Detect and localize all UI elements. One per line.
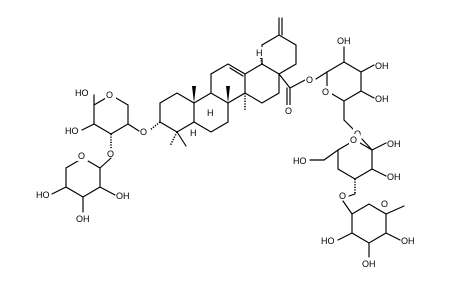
hydroxyl-label: OH (76, 214, 90, 224)
hydroxyl-label: HO (293, 156, 307, 166)
hydroxyl-label: OH (375, 61, 389, 71)
hydroxyl-label: HO (65, 126, 79, 136)
hydroxyl-label: OH (387, 172, 401, 182)
ester-oxygen: O (306, 75, 313, 85)
aglycone-core (159, 17, 297, 147)
h-label: H (256, 48, 263, 58)
glucose-ester-ring: O OH OH OH O (321, 36, 389, 151)
c3-glycosidic-link: O (127, 121, 161, 137)
ring-oxygen: O (322, 87, 329, 97)
glycosidic-oxygen: O (339, 191, 346, 201)
hydroxyl-label: HO (36, 190, 50, 200)
ring-oxygen: O (106, 90, 113, 100)
xylose-ring: O OH OH HO (36, 150, 130, 224)
arabinose-ring: O HO HO O (65, 88, 129, 169)
ring-oxygen: O (78, 151, 85, 161)
h-label: H (207, 108, 214, 118)
glycosidic-oxygen: O (107, 149, 114, 159)
glycosidic-oxygen: O (140, 127, 147, 137)
ring-oxygen: O (381, 199, 388, 209)
ring-oxygen: O (350, 135, 357, 145)
c28-ester: O O (278, 71, 328, 116)
hydroxyl-label: OH (337, 36, 351, 46)
hydroxyl-label: OH (387, 139, 401, 149)
hydroxyl-label: HO (75, 88, 89, 98)
hydroxyl-label: OH (401, 236, 415, 246)
stereo-hydrogens: H H H (189, 47, 264, 138)
h-label: H (190, 128, 197, 138)
hydroxyl-label: OH (116, 191, 130, 201)
hydroxyl-label: HO (321, 236, 335, 246)
carbonyl-oxygen: O (285, 106, 292, 116)
glucose-inner-ring: O OH OH HO O (293, 134, 401, 215)
hydroxyl-label: OH (375, 94, 389, 104)
rhamnose-ring: O OH OH HO (321, 198, 415, 269)
hydroxyl-label: OH (362, 259, 376, 269)
